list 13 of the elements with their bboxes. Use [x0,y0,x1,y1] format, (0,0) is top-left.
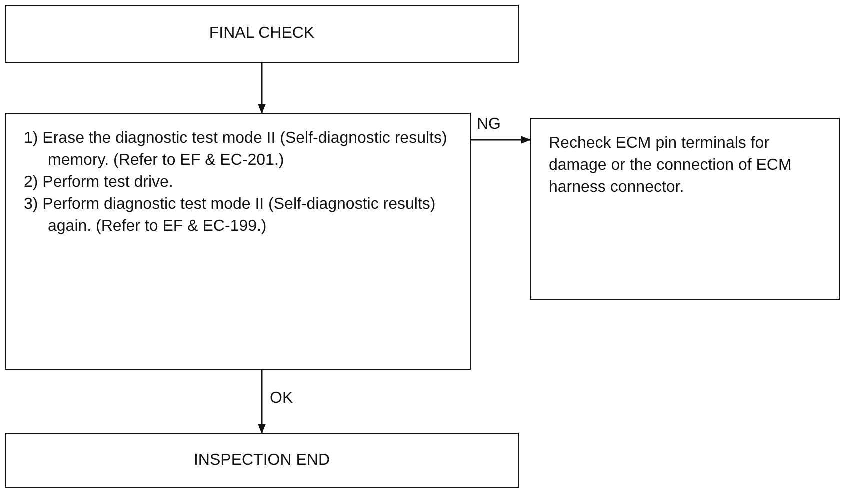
box-text: Recheck ECM pin terminals for damage or the connection of ECM harness connector. [549,134,793,198]
box-text: 3) Perform diagnostic test mode II (Self-diagnostic results) again. (Refer to EF & EC-199.) [24,195,437,237]
arrow [258,63,266,114]
process-box [5,5,519,63]
box-text: FINAL CHECK [209,24,315,44]
process-box [530,118,840,300]
process-box [5,433,519,488]
arrow [258,370,266,434]
box-text: 2) Perform test drive. [24,173,174,193]
process-box [5,113,471,370]
box-text: 1) Erase the diagnostic test mode II (Self-diagnostic results) memory. (Refer to EF & EC-201.) [24,129,448,171]
box-text: INSPECTION END [194,450,330,470]
arrow [471,136,531,144]
